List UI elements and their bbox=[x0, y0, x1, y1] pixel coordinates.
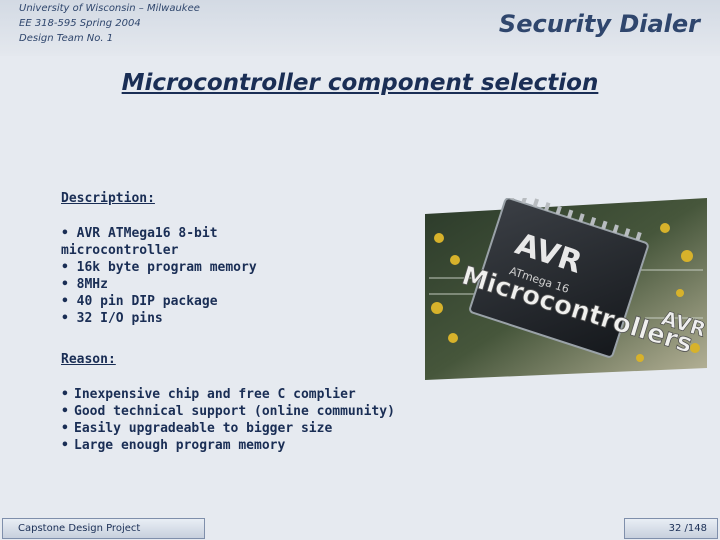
avr-chip-image: AVR ATmega 16 Microcontrollers AVR bbox=[425, 190, 709, 380]
footer-project-label: Capstone Design Project bbox=[2, 518, 205, 539]
footer-page-number: 32 /148 bbox=[624, 518, 718, 539]
description-heading: Description: bbox=[61, 191, 155, 206]
course-info: University of Wisconsin – Milwaukee EE 3… bbox=[19, 1, 200, 46]
reason-item: • Large enough program memory bbox=[61, 437, 395, 454]
reason-item: • Easily upgradeable to bigger size bbox=[61, 420, 395, 437]
bullet-icon: • bbox=[61, 421, 69, 436]
slide-title: Microcontroller component selection bbox=[121, 70, 599, 96]
description-list: • AVR ATMega16 8-bit microcontroller • 1… bbox=[61, 225, 296, 327]
description-item: • 32 I/O pins bbox=[61, 311, 163, 326]
description-item: • 40 pin DIP package bbox=[61, 294, 218, 309]
description-item: • 16k byte program memory bbox=[61, 260, 257, 275]
reason-text: Large enough program memory bbox=[74, 438, 286, 453]
team-line: Design Team No. 1 bbox=[19, 33, 114, 44]
bullet-icon: • bbox=[61, 387, 69, 402]
reason-item: • Good technical support (online communit… bbox=[61, 403, 395, 420]
bullet-icon: • bbox=[61, 438, 69, 453]
reason-list: • Inexpensive chip and free C complier • G… bbox=[61, 386, 395, 454]
bullet-icon: • bbox=[61, 404, 69, 419]
reason-item: • Inexpensive chip and free C complier bbox=[61, 386, 395, 403]
reason-text: Good technical support (online community… bbox=[74, 404, 395, 419]
course-line: EE 318-595 Spring 2004 bbox=[19, 18, 141, 29]
slide-header: University of Wisconsin – Milwaukee EE 3… bbox=[0, 0, 720, 56]
reason-text: Easily upgradeable to bigger size bbox=[74, 421, 333, 436]
reason-heading: Reason: bbox=[61, 352, 116, 367]
project-title: Security Dialer bbox=[498, 10, 700, 38]
university-line: University of Wisconsin – Milwaukee bbox=[19, 3, 200, 14]
description-item: • 8MHz bbox=[61, 277, 108, 292]
reason-text: Inexpensive chip and free C complier bbox=[74, 387, 356, 402]
description-item: • AVR ATMega16 8-bit microcontroller bbox=[61, 226, 218, 258]
